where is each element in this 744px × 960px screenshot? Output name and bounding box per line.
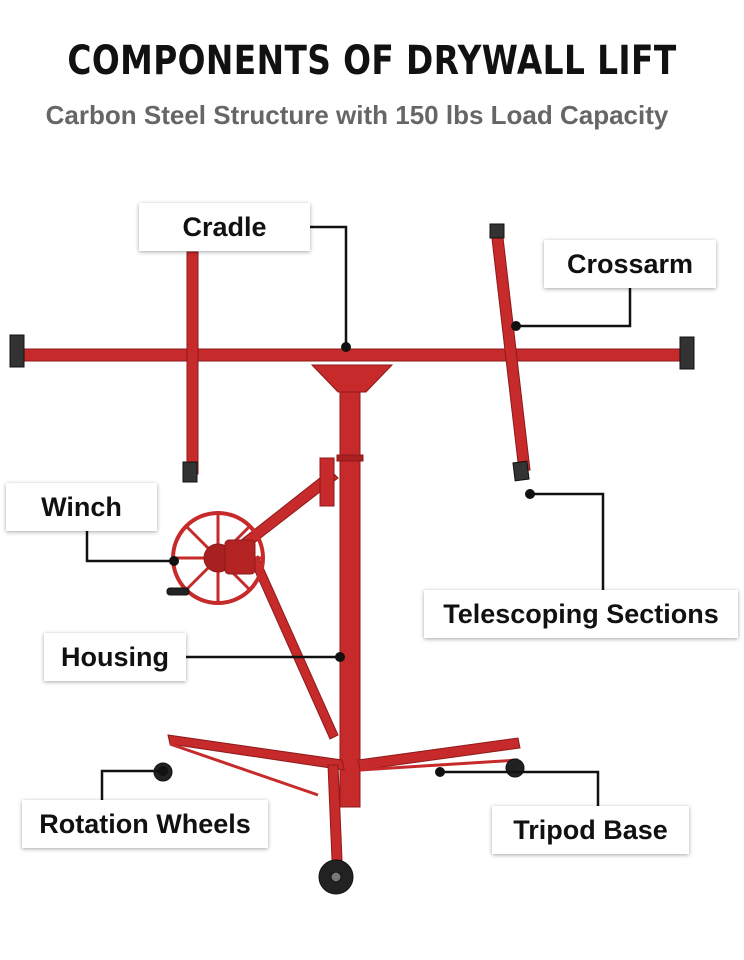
crossarm-leader <box>516 288 632 328</box>
housing-brace <box>249 555 339 740</box>
telescoping-leader <box>530 492 605 590</box>
winch-bracket <box>319 457 335 507</box>
cradle-mount <box>310 364 394 393</box>
telescoping-sections-label: Telescoping Sections <box>424 590 738 638</box>
tripod-leg-left <box>167 734 345 771</box>
crossarm-label: Crossarm <box>544 240 716 288</box>
tripod-leg-right <box>357 737 521 771</box>
housing-label: Housing <box>44 633 186 681</box>
cradle-crossbar <box>17 348 687 362</box>
leader-lines <box>85 225 632 806</box>
winch-label: Winch <box>6 483 157 531</box>
tripod-base-leader <box>440 770 600 806</box>
cradle-end-cap-right <box>679 336 695 370</box>
winch-leader <box>85 530 174 563</box>
caster-wheels <box>153 758 525 895</box>
cradle-end-cap-left <box>9 334 25 368</box>
tripod-leg-front <box>327 764 343 861</box>
page-subtitle: Carbon Steel Structure with 150 lbs Load… <box>45 100 669 130</box>
lift-frame <box>9 223 695 861</box>
main-mast <box>339 391 361 808</box>
rotation-wheels-label: Rotation Wheels <box>22 800 268 848</box>
cradle-label: Cradle <box>139 203 310 251</box>
cradle-leader <box>310 225 348 347</box>
tripod-base-label: Tripod Base <box>492 806 689 854</box>
rotation-wheels-leader <box>100 769 163 800</box>
page-title: COMPONENTS OF DRYWALL LIFT <box>67 38 677 84</box>
caster-right <box>505 758 525 778</box>
crossarm-left <box>186 251 199 475</box>
winch-handle <box>166 587 190 596</box>
leader-dots <box>158 321 535 777</box>
